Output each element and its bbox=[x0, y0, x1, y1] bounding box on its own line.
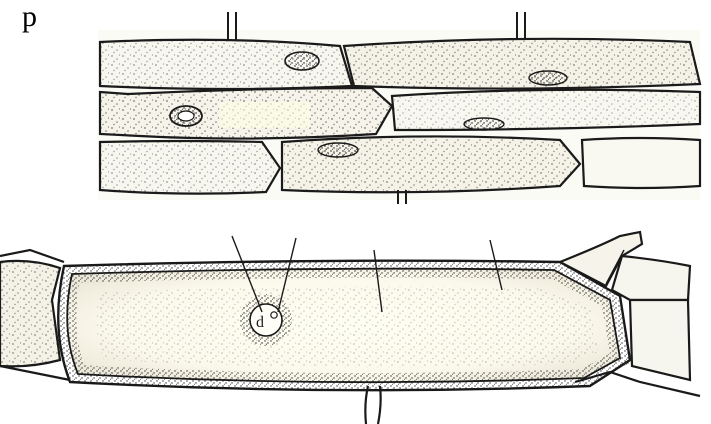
upper-nucleus-5 bbox=[318, 143, 358, 157]
upper-nucleus-2 bbox=[529, 71, 567, 85]
nucleus-membrane bbox=[250, 304, 282, 336]
upper-panel bbox=[98, 12, 700, 204]
upper-highlight bbox=[220, 102, 310, 128]
lower-panel: d bbox=[0, 232, 700, 424]
lower-wall-stub bbox=[365, 386, 380, 424]
lower-neighbour-cell-right bbox=[612, 256, 690, 300]
nucleus: d bbox=[240, 294, 292, 346]
upper-nucleus-1 bbox=[285, 52, 319, 70]
upper-row-1 bbox=[100, 12, 700, 89]
lower-neighbour-cell-bottom-right bbox=[630, 300, 690, 380]
nucleolus-label: d bbox=[256, 314, 264, 331]
vacuole bbox=[96, 287, 598, 368]
upper-nucleus-4 bbox=[464, 118, 504, 130]
upper-cell-7 bbox=[582, 138, 700, 188]
